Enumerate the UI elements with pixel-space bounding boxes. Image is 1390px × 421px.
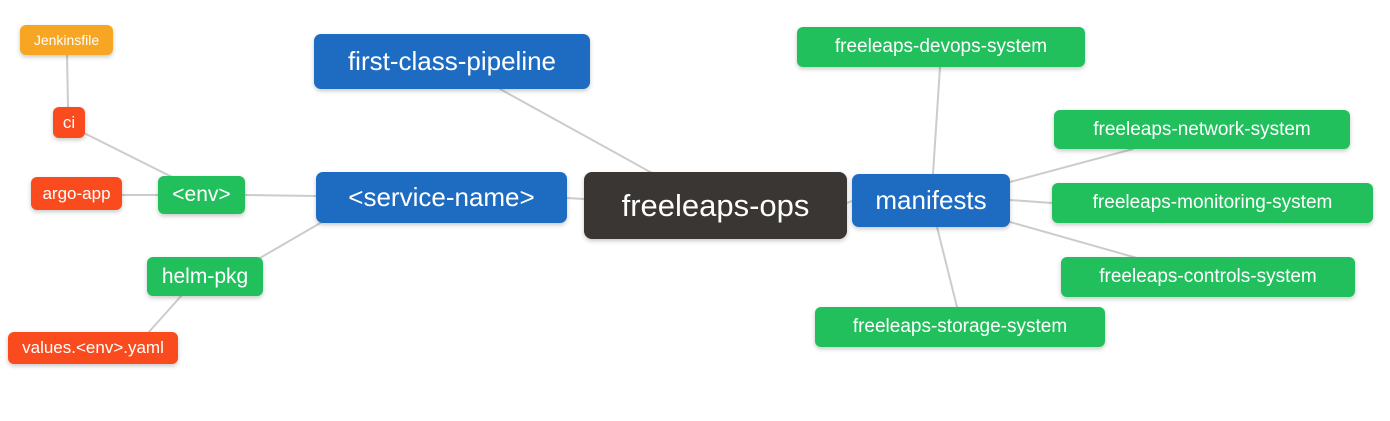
node-freeleaps-monitoring-system[interactable]: freeleaps-monitoring-system bbox=[1052, 183, 1373, 223]
node-manifests[interactable]: manifests bbox=[852, 174, 1010, 227]
edge-helm-pkg-values bbox=[147, 294, 183, 334]
edge-manifests-devops bbox=[932, 66, 941, 175]
edge-manifests-monitoring bbox=[1009, 199, 1053, 204]
edge-manifests-controls bbox=[1009, 221, 1138, 259]
edge-jenkinsfile-ci bbox=[66, 54, 69, 108]
node-jenkinsfile[interactable]: Jenkinsfile bbox=[20, 25, 113, 55]
edge-env-service-name bbox=[244, 194, 317, 197]
node-freeleaps-network-system[interactable]: freeleaps-network-system bbox=[1054, 110, 1350, 149]
node-argo-app[interactable]: argo-app bbox=[31, 177, 122, 210]
node-ci[interactable]: ci bbox=[53, 107, 85, 138]
edge-ci-env bbox=[83, 132, 173, 178]
node-helm-pkg[interactable]: helm-pkg bbox=[147, 257, 263, 296]
node-freeleaps-devops-system[interactable]: freeleaps-devops-system bbox=[797, 27, 1085, 67]
node-values-env-yaml[interactable]: values.<env>.yaml bbox=[8, 332, 178, 364]
node-freeleaps-storage-system[interactable]: freeleaps-storage-system bbox=[815, 307, 1105, 347]
node-freeleaps-controls-system[interactable]: freeleaps-controls-system bbox=[1061, 257, 1355, 297]
node-first-class-pipeline[interactable]: first-class-pipeline bbox=[314, 34, 590, 89]
node-env[interactable]: <env> bbox=[158, 176, 245, 214]
edge-pipeline-root bbox=[499, 88, 653, 174]
node-service-name[interactable]: <service-name> bbox=[316, 172, 567, 223]
edge-root-manifests bbox=[846, 200, 853, 204]
edge-manifests-network bbox=[1009, 148, 1134, 183]
edge-manifests-storage bbox=[936, 226, 958, 308]
edge-service-name-root bbox=[566, 197, 585, 200]
node-freeleaps-ops-root[interactable]: freeleaps-ops bbox=[584, 172, 847, 239]
edge-helm-pkg-service-name bbox=[259, 221, 323, 259]
